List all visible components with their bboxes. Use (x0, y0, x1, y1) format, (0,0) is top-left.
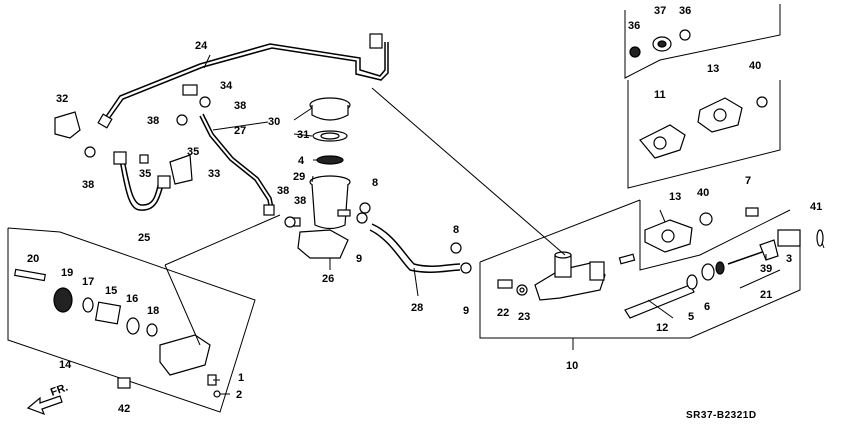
callout-16: 16 (126, 293, 138, 305)
callout-35a: 35 (187, 146, 199, 158)
callout-19: 19 (61, 267, 73, 279)
callout-26: 26 (322, 273, 334, 285)
callout-11: 11 (654, 89, 666, 101)
callout-18: 18 (147, 305, 159, 317)
master-cylinder (497, 251, 636, 301)
inset-boxes (479, 4, 801, 339)
callout-9a: 9 (356, 253, 362, 265)
callout-14: 14 (59, 359, 72, 371)
clutch-pipe-24 (97, 33, 389, 129)
diagram-code: SR37-B2321D (686, 410, 757, 421)
callout-37: 37 (654, 5, 666, 17)
callout-5: 5 (688, 311, 694, 323)
clutch-pipe-27 (199, 113, 275, 216)
callout-21: 21 (760, 289, 772, 301)
callout-32: 32 (56, 93, 68, 105)
callout-29: 29 (293, 171, 305, 183)
callout-17: 17 (82, 276, 94, 288)
callout-38d: 38 (277, 185, 289, 197)
callout-38e: 38 (294, 195, 306, 207)
callout-6: 6 (704, 301, 710, 313)
callout-8b: 8 (453, 224, 459, 236)
callout-36b: 36 (679, 5, 691, 17)
callout-20: 20 (27, 253, 39, 265)
callout-15: 15 (105, 285, 117, 297)
callout-2: 2 (236, 389, 242, 401)
callout-34: 34 (220, 80, 233, 92)
callout-33: 33 (208, 168, 220, 180)
callout-labels: 1 2 3 4 5 6 7 8 8 9 9 10 11 12 13 13 14 … (27, 5, 822, 415)
callout-38b: 38 (147, 115, 159, 127)
callout-28: 28 (411, 302, 423, 314)
callout-30: 30 (268, 116, 280, 128)
callout-8a: 8 (372, 177, 378, 189)
slave-cylinder-box (7, 227, 256, 413)
callout-36a: 36 (628, 20, 640, 32)
reservoir-hose-28 (369, 223, 461, 273)
callout-27: 27 (234, 125, 246, 137)
callout-22: 22 (497, 307, 509, 319)
gaskets-nuts (629, 29, 768, 253)
callout-40b: 40 (697, 187, 709, 199)
push-rod-group (624, 229, 825, 319)
callout-13a: 13 (707, 63, 719, 75)
callout-9b: 9 (463, 305, 469, 317)
callout-10: 10 (566, 360, 578, 372)
brackets (54, 84, 472, 274)
callout-31: 31 (297, 129, 309, 141)
callout-13b: 13 (669, 191, 681, 203)
clutch-hose-25 (113, 151, 171, 211)
leader-lines (164, 54, 781, 395)
callout-1: 1 (238, 372, 244, 384)
callout-4: 4 (298, 155, 305, 167)
callout-25: 25 (138, 232, 150, 244)
callout-38c: 38 (82, 179, 94, 191)
callout-39: 39 (760, 263, 772, 275)
callout-24: 24 (195, 40, 208, 52)
callout-12: 12 (656, 322, 668, 334)
callout-38a: 38 (234, 100, 246, 112)
callout-40a: 40 (749, 60, 761, 72)
callout-7: 7 (745, 175, 751, 187)
slave-cylinder-parts (14, 268, 221, 398)
front-direction-arrow-icon: FR. (26, 381, 70, 416)
callout-42: 42 (118, 403, 130, 415)
callout-41: 41 (810, 201, 822, 213)
callout-35b: 35 (139, 168, 151, 180)
callout-3: 3 (786, 253, 792, 265)
callout-23: 23 (518, 311, 530, 323)
direction-label: FR. (49, 381, 70, 398)
